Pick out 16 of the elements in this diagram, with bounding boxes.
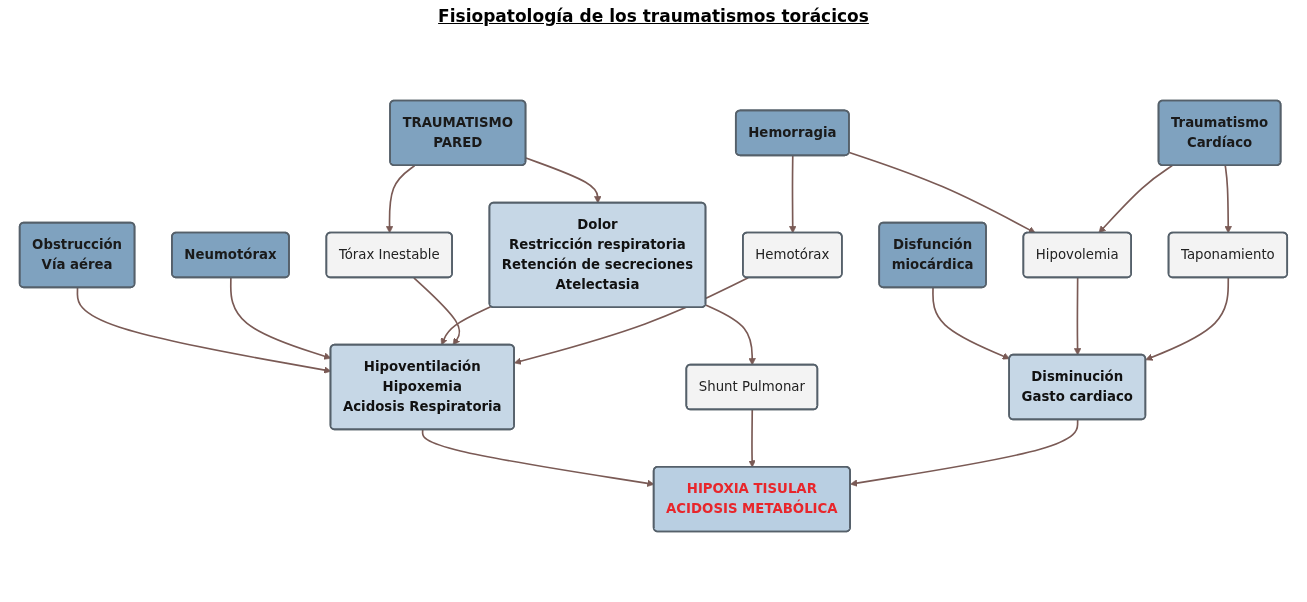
- arrow: [1224, 164, 1232, 234]
- arrow: [525, 157, 602, 204]
- diagram-title: Fisiopatología de los traumatismos torácicos: [438, 6, 869, 26]
- arrow: [514, 276, 750, 365]
- arrow: [1098, 164, 1174, 234]
- arrow: [789, 154, 797, 234]
- arrow: [413, 276, 461, 346]
- arrow: [440, 305, 493, 346]
- arrow: [1074, 276, 1082, 356]
- arrow: [704, 304, 756, 366]
- arrow: [1145, 276, 1230, 361]
- arrow: [848, 151, 1036, 234]
- arrow: [748, 409, 756, 468]
- arrow: [850, 419, 1079, 487]
- arrow: [385, 164, 416, 234]
- arrow: [932, 286, 1010, 360]
